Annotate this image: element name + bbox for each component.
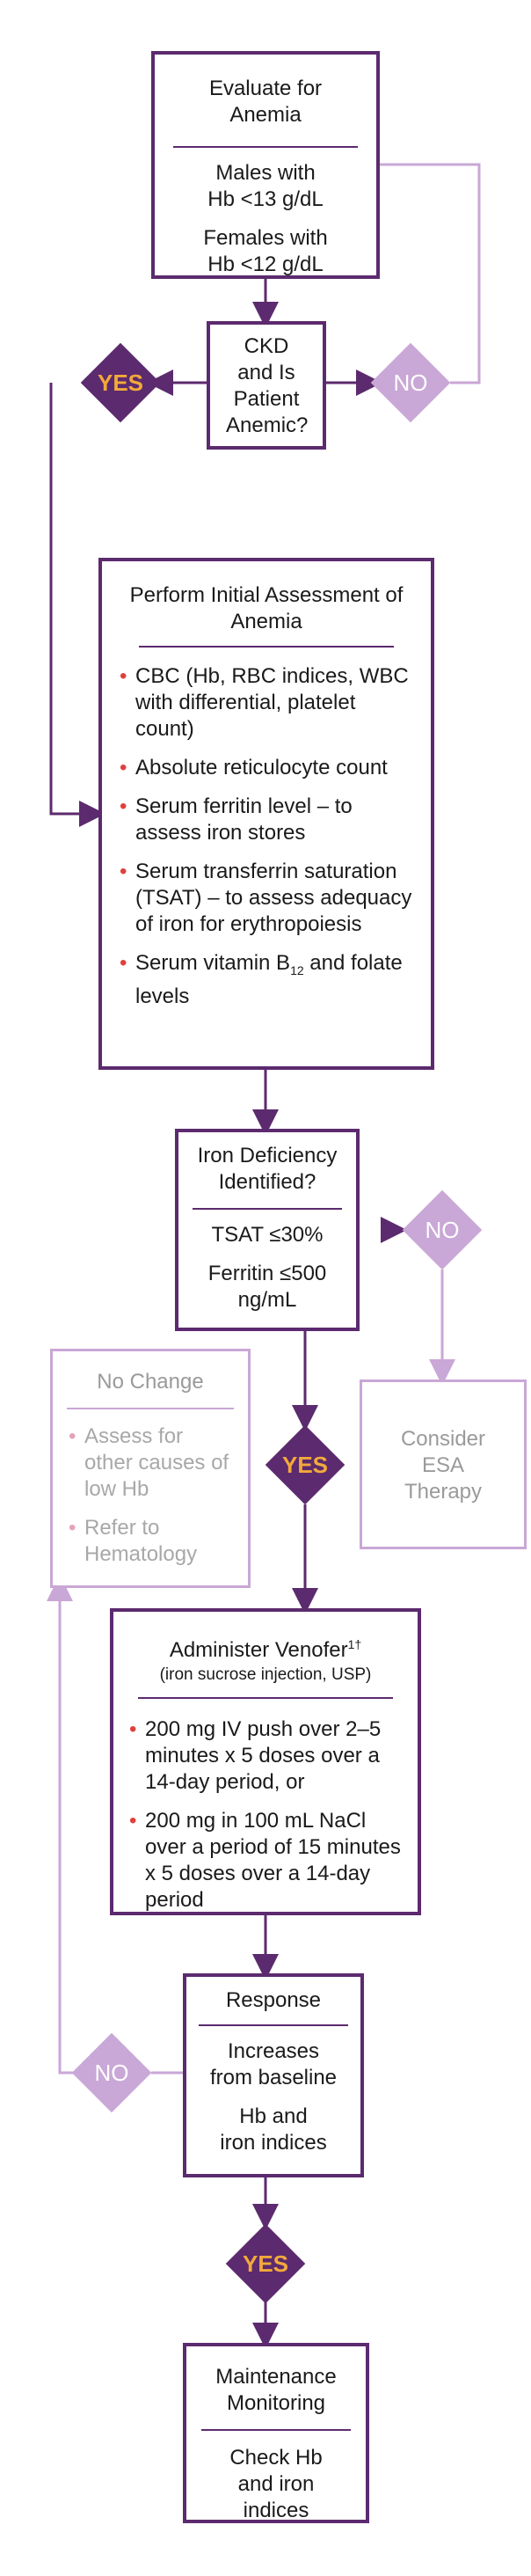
decision-no-iron: NO: [402, 1189, 483, 1270]
decision-no-iron-label: NO: [425, 1216, 460, 1243]
list-item: •Refer to Hematology: [69, 1516, 198, 1566]
no-change-box: No Change •Assess for other causes of lo…: [50, 1349, 251, 1588]
list-item: •Serum ferritin level – to assess iron s…: [120, 794, 353, 845]
ckd-question-box: CKD and Is Patient Anemic?: [207, 321, 326, 450]
administer-title: Administer Venofer1†: [169, 1637, 362, 1662]
decision-no-ckd: NO: [370, 342, 451, 423]
evaluate-females: Females with Hb <12 g/dL: [203, 226, 328, 276]
list-item: •200 mg in 100 mL NaCl over a period of …: [129, 1809, 401, 1912]
line-no-to-evaluate: [380, 163, 481, 384]
administer-box: Administer Venofer1† (iron sucrose injec…: [110, 1608, 421, 1915]
administer-divider: [138, 1697, 393, 1699]
evaluate-males: Males with Hb <13 g/dL: [207, 161, 324, 211]
decision-yes-iron: YES: [265, 1424, 346, 1505]
iron-tsat: TSAT ≤30%: [211, 1223, 324, 1247]
maintenance-box: Maintenance Monitoring Check Hb and iron…: [183, 2343, 369, 2523]
administer-list: •200 mg IV push over 2–5 minutes x 5 dos…: [113, 1716, 418, 1914]
iron-deficiency-divider: [193, 1208, 342, 1210]
ckd-question-text: CKD and Is Patient Anemic?: [226, 334, 309, 437]
decision-yes-response: YES: [225, 2223, 306, 2304]
initial-assessment-title: Perform Initial Assessment of Anemia: [129, 583, 404, 633]
initial-assessment-list: •CBC (Hb, RBC indices, WBC with differen…: [102, 663, 431, 1010]
decision-yes-response-label: YES: [242, 2250, 289, 2277]
iron-ferritin: Ferritin ≤500 ng/mL: [207, 1262, 327, 1312]
decision-no-ckd-label: NO: [393, 369, 428, 396]
list-item: •CBC (Hb, RBC indices, WBC with differen…: [120, 664, 409, 741]
list-item: •200 mg IV push over 2–5 minutes x 5 dos…: [129, 1717, 382, 1794]
maintenance-title: Maintenance Monitoring: [215, 2365, 337, 2415]
response-increases: Increases from baseline: [209, 2039, 338, 2089]
list-item: •Absolute reticulocyte count: [120, 756, 388, 779]
initial-assessment-divider: [139, 646, 394, 648]
maintenance-check: Check Hb and iron indices: [229, 2446, 323, 2522]
list-item: •Serum transferrin saturation (TSAT) – t…: [120, 860, 412, 936]
no-change-divider: [67, 1408, 234, 1409]
list-item: •Serum vitamin B12 and folate levels: [120, 951, 403, 1008]
no-change-list: •Assess for other causes of low Hb •Refe…: [53, 1423, 248, 1568]
no-change-title: No Change: [97, 1370, 204, 1394]
iron-deficiency-title: Iron Deficiency Identified?: [197, 1144, 338, 1194]
decision-no-response-label: NO: [94, 2059, 129, 2086]
response-indices: Hb and iron indices: [220, 2104, 327, 2155]
initial-assessment-box: Perform Initial Assessment of Anemia •CB…: [98, 558, 434, 1070]
consider-esa-box: Consider ESA Therapy: [360, 1379, 527, 1549]
decision-yes-ckd: YES: [80, 342, 161, 423]
decision-yes-iron-label: YES: [281, 1451, 329, 1478]
decision-no-response: NO: [71, 2032, 152, 2113]
list-item: •Assess for other causes of low Hb: [69, 1424, 229, 1501]
administer-subtitle: (iron sucrose injection, USP): [159, 1665, 372, 1684]
response-divider: [199, 2024, 348, 2026]
evaluate-divider: [173, 146, 358, 148]
maintenance-divider: [201, 2429, 351, 2431]
consider-esa-text: Consider ESA Therapy: [400, 1427, 486, 1504]
iron-deficiency-box: Iron Deficiency Identified? TSAT ≤30% Fe…: [175, 1129, 360, 1331]
decision-yes-ckd-label: YES: [97, 369, 144, 396]
evaluate-title: Evaluate for Anemia: [208, 77, 323, 127]
evaluate-box: Evaluate for Anemia Males with Hb <13 g/…: [151, 51, 380, 279]
response-box: Response Increases from baseline Hb and …: [183, 1973, 364, 2177]
arrow-no-to-nochange: [47, 1575, 104, 2075]
response-title: Response: [225, 1988, 322, 2012]
arrow-yes-to-initial: [49, 383, 105, 827]
